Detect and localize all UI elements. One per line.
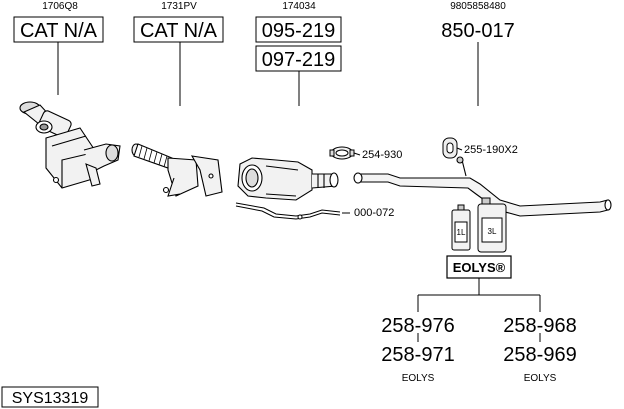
- part-box-1[interactable]: CAT N/A: [13, 16, 104, 43]
- eolys-can-3l-icon[interactable]: 3L: [477, 197, 507, 253]
- catalytic-converter-1-icon[interactable]: [19, 101, 121, 189]
- part-box-1-label: CAT N/A: [20, 20, 98, 42]
- rubber-hanger-icon[interactable]: [442, 137, 463, 159]
- eolys-tree-lines: [417, 278, 541, 342]
- part-box-3b-label: 097-219: [262, 49, 335, 71]
- tailpipe-icon[interactable]: [353, 156, 612, 217]
- part-box-2-label: CAT N/A: [140, 20, 218, 42]
- tailpipe-part-number[interactable]: 850-017: [441, 20, 514, 42]
- catalytic-converter-2-icon[interactable]: [131, 143, 223, 197]
- eolys-brand-box[interactable]: EOLYS®: [446, 255, 512, 279]
- eolys-left-bottom[interactable]: 258-971: [381, 344, 454, 366]
- oem-number-4: 9805858480: [450, 1, 506, 12]
- part-box-2[interactable]: CAT N/A: [133, 16, 224, 43]
- oem-number-2: 1731PV: [161, 1, 197, 12]
- particulate-filter-icon[interactable]: [237, 157, 339, 201]
- part-box-3a-label: 095-219: [262, 20, 335, 42]
- can-large-label: 3L: [488, 227, 497, 236]
- sensor-pipe-icon[interactable]: [235, 202, 350, 220]
- eolys-can-1l-icon[interactable]: 1L: [451, 204, 471, 251]
- pipe-part-number[interactable]: 000-072: [354, 207, 394, 219]
- clamp-icon[interactable]: [329, 146, 361, 160]
- part-box-3b[interactable]: 097-219: [255, 45, 342, 72]
- eolys-right-top[interactable]: 258-968: [503, 315, 576, 337]
- eolys-left-caption: EOLYS: [402, 373, 435, 384]
- can-small-label: 1L: [457, 228, 466, 237]
- leader-lines: [57, 42, 479, 106]
- eolys-right-bottom[interactable]: 258-969: [503, 344, 576, 366]
- hanger-part-number[interactable]: 255-190X2: [464, 144, 518, 156]
- eolys-brand-label: EOLYS®: [453, 260, 506, 275]
- clamp-part-number[interactable]: 254-930: [362, 149, 402, 161]
- oem-number-1: 1706Q8: [42, 1, 78, 12]
- oem-number-3: 174034: [282, 1, 316, 12]
- system-code-box: SYS13319: [1, 386, 99, 408]
- system-code: SYS13319: [12, 390, 89, 407]
- eolys-right-caption: EOLYS: [524, 373, 557, 384]
- eolys-left-top[interactable]: 258-976: [381, 315, 454, 337]
- part-box-3a[interactable]: 095-219: [255, 16, 342, 43]
